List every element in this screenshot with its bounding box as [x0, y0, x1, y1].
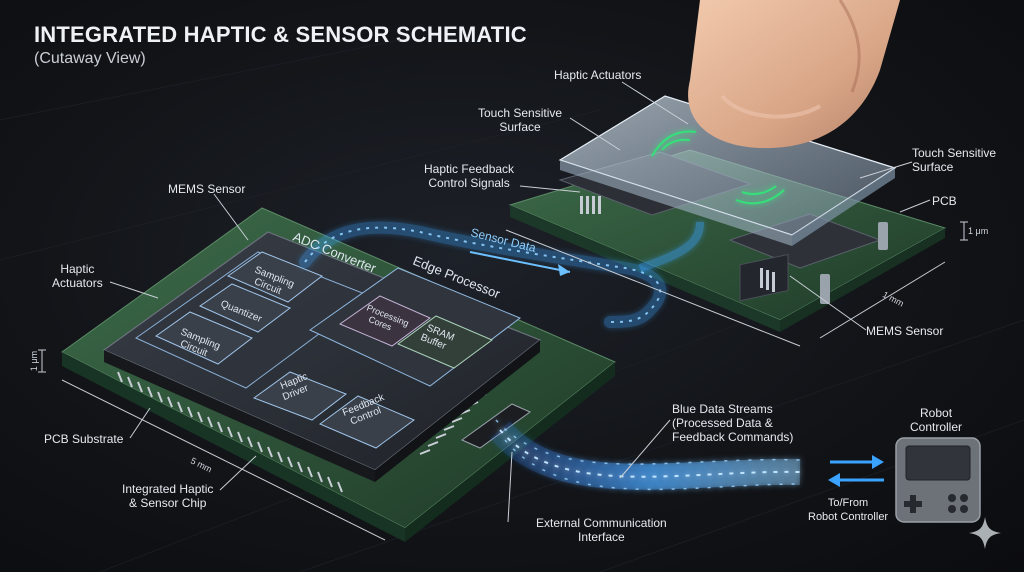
- label-touch-surface-right-line1: Touch Sensitive: [912, 146, 997, 160]
- leader-lines: [109, 81, 931, 523]
- label-pcb-substrate: PCB Substrate: [44, 432, 124, 446]
- external-connector: [461, 403, 531, 449]
- dimension-lines: [38, 221, 968, 541]
- processing-cores-block: [338, 295, 431, 347]
- label-touch-surface-right: Touch Sensitive Surface: [912, 146, 996, 174]
- blue-data-streams-cable: [490, 419, 801, 491]
- label-external-interface-line1: External Communication: [536, 516, 667, 530]
- label-pcb-right: PCB: [932, 194, 957, 208]
- gamepad-icon: [895, 437, 981, 523]
- label-haptic-feedback-line1: Haptic Feedback: [424, 162, 515, 176]
- sparkle-icon: [969, 517, 1001, 549]
- page-title: INTEGRATED HAPTIC & SENSOR SCHEMATIC: [34, 22, 527, 47]
- finger-illustration: [688, 0, 900, 149]
- label-haptic-feedback-signals: Haptic Feedback Control Signals: [424, 162, 514, 190]
- haptic-wave-rings: [651, 130, 785, 205]
- label-touch-surface-left-line1: Touch Sensitive: [478, 106, 563, 120]
- label-robot-controller-line2: Controller: [910, 420, 963, 434]
- label-haptic-actuators-left: Haptic Actuators: [52, 262, 103, 290]
- label-haptic-actuators-top: Haptic Actuators: [554, 68, 642, 82]
- label-to-from-robot: To/From Robot Controller: [808, 496, 888, 524]
- label-touch-surface-left: Touch Sensitive Surface: [478, 106, 562, 134]
- sensor-data-stream: [299, 221, 667, 328]
- double-arrow-icon: [828, 455, 884, 487]
- label-integrated-chip-line1: Integrated Haptic: [122, 482, 214, 496]
- haptic-driver-block: [252, 371, 348, 421]
- sampling-circuit-1-block: [226, 251, 324, 303]
- sensor-data-arrow: [469, 251, 571, 273]
- label-integrated-chip: Integrated Haptic & Sensor Chip: [122, 482, 213, 510]
- sram-buffer-block: [397, 315, 493, 369]
- label-blue-data-streams-line1: Blue Data Streams: [672, 402, 773, 416]
- quantizer-block: [198, 283, 292, 333]
- label-haptic-actuators-left-line2: Actuators: [52, 276, 103, 290]
- label-mems-sensor-left: MEMS Sensor: [168, 182, 246, 196]
- label-to-from-robot-line1: To/From: [827, 497, 869, 509]
- dimension-right-1um: 1 μm: [968, 226, 989, 236]
- label-mems-sensor-right: MEMS Sensor: [866, 324, 944, 338]
- label-touch-surface-right-line2: Surface: [912, 160, 954, 174]
- label-external-interface-line2: Interface: [578, 530, 625, 544]
- label-integrated-chip-line2: & Sensor Chip: [129, 496, 207, 510]
- label-robot-controller-line1: Robot: [920, 406, 953, 420]
- small-module: [508, 95, 947, 332]
- label-external-interface: External Communication Interface: [536, 516, 667, 544]
- label-robot-controller: Robot Controller: [910, 406, 962, 434]
- page-subtitle: (Cutaway View): [34, 50, 146, 67]
- feedback-control-block: [319, 395, 415, 449]
- label-blue-data-streams-line3: Feedback Commands): [672, 430, 794, 444]
- label-touch-surface-left-line2: Surface: [499, 120, 541, 134]
- label-blue-data-streams: Blue Data Streams (Processed Data & Feed…: [672, 402, 793, 444]
- dimension-left-1um: 1 μm: [29, 350, 40, 372]
- sampling-circuit-2-block: [154, 311, 253, 365]
- label-haptic-actuators-left-line1: Haptic: [60, 262, 95, 276]
- label-to-from-robot-line2: Robot Controller: [808, 511, 889, 523]
- label-haptic-feedback-line2: Control Signals: [428, 176, 510, 190]
- label-blue-data-streams-line2: (Processed Data &: [672, 416, 773, 430]
